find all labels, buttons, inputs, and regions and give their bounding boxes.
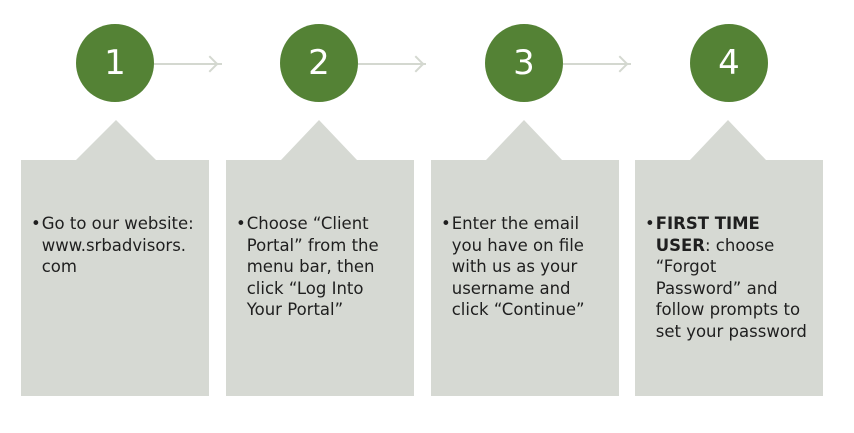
step-number-circle: 4	[690, 24, 768, 102]
step-text: Choose “Client Portal” from the menu bar…	[246, 214, 379, 319]
step-description: • Choose “Client Portal” from the menu b…	[236, 213, 408, 321]
callout-shape	[431, 120, 619, 396]
chevron-right-icon	[407, 55, 425, 73]
bullet: •	[31, 214, 41, 233]
step-callout: • Enter the email you have on file with …	[431, 120, 619, 396]
step-text: Go to our website: www.srbadvisors. com	[41, 214, 194, 276]
connector-line	[563, 63, 631, 65]
step-number: 4	[718, 43, 740, 83]
step-callout: • Choose “Client Portal” from the menu b…	[226, 120, 414, 396]
bullet: •	[236, 214, 246, 233]
connector-line	[154, 63, 222, 65]
step-number-circle: 1	[76, 24, 154, 102]
step-number-circle: 3	[485, 24, 563, 102]
step-description: • Enter the email you have on file with …	[441, 213, 613, 321]
step-number: 1	[104, 43, 126, 83]
connector-line	[358, 63, 426, 65]
step-description: • Go to our website: www.srbadvisors. co…	[31, 213, 203, 278]
chevron-right-icon	[201, 55, 219, 73]
step-emphasis: FIRST TIME USER	[655, 214, 760, 255]
step-number: 2	[308, 43, 330, 83]
step-callout: • Go to our website: www.srbadvisors. co…	[21, 120, 209, 396]
step-text: Enter the email you have on file with us…	[451, 214, 585, 319]
step-text: : choose “Forgot Password” and follow pr…	[655, 235, 807, 341]
step-callout: • FIRST TIME USER: choose “Forgot Passwo…	[635, 120, 823, 396]
step-description: • FIRST TIME USER: choose “Forgot Passwo…	[645, 213, 817, 342]
callout-shape	[226, 120, 414, 396]
callout-shape	[21, 120, 209, 396]
step-number-circle: 2	[280, 24, 358, 102]
bullet: •	[441, 214, 451, 233]
callout-shape	[635, 120, 823, 396]
bullet: •	[645, 214, 655, 233]
step-number: 3	[513, 43, 535, 83]
chevron-right-icon	[611, 55, 629, 73]
